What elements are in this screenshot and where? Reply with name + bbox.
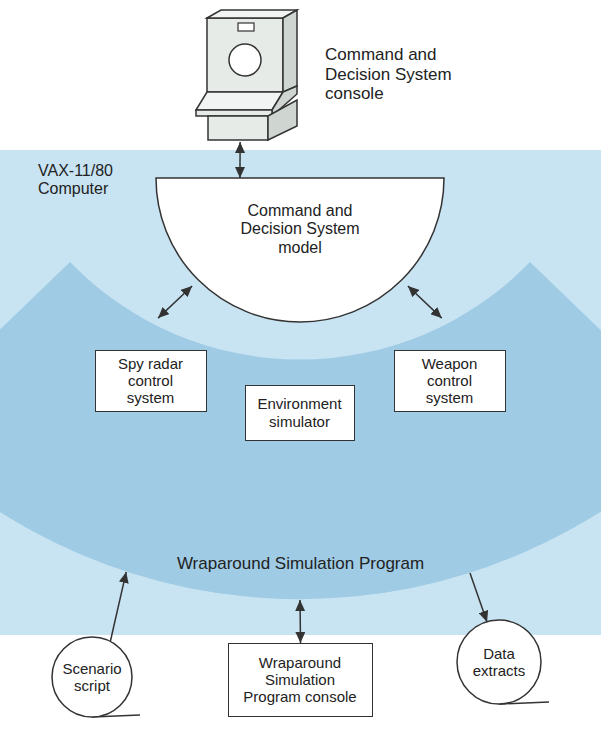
- node-label: VAX-11/80 Computer: [38, 162, 158, 199]
- node-label: Data extracts: [464, 645, 534, 680]
- tape-circle: [52, 637, 132, 717]
- half-circle: [156, 178, 444, 322]
- node-label: Weapon control system: [402, 355, 497, 407]
- console-illustration: Command and Decision System console: [185, 5, 475, 142]
- console-base: [208, 116, 268, 140]
- console-window: [238, 23, 254, 31]
- node-label: Command and Decision System console: [325, 45, 475, 104]
- process-box: Weapon control system: [394, 350, 506, 412]
- node-label: Environment simulator: [253, 395, 346, 430]
- computer-panel: VAX-11/80 ComputerCommand and Decision S…: [0, 150, 601, 635]
- connector-arrow: [470, 573, 487, 622]
- connector-arrow: [408, 286, 442, 318]
- connector-arrow: [158, 286, 192, 318]
- console-shelf-front: [196, 110, 272, 116]
- console-box: Wraparound Simulation Program console: [228, 643, 373, 717]
- simulation-band: Wraparound Simulation Program Spy radar c…: [0, 262, 601, 600]
- node-label: Spy radar control system: [103, 355, 198, 407]
- console-screen: [229, 44, 261, 76]
- tape-symbol: Data extracts: [455, 618, 553, 710]
- arc-band: [0, 262, 601, 599]
- node-label: Command and Decision System model: [235, 202, 365, 257]
- connector-arrow: [299, 600, 301, 643]
- console-side: [283, 10, 297, 92]
- node-label: Scenario script: [57, 660, 127, 695]
- connector-arrow: [239, 142, 241, 178]
- tape-symbol: Scenario script: [50, 635, 142, 721]
- model-halfcircle: Command and Decision System model: [155, 178, 445, 323]
- connector-arrow: [110, 572, 126, 643]
- console-top: [207, 10, 297, 18]
- tape-circle: [457, 620, 541, 704]
- console-shelf: [196, 92, 283, 110]
- console-base-side: [268, 100, 297, 140]
- process-box: Environment simulator: [245, 385, 355, 441]
- console-front: [207, 18, 283, 92]
- node-label: Wraparound Simulation Program: [0, 554, 601, 574]
- process-box: Spy radar control system: [95, 350, 207, 412]
- node-label: Wraparound Simulation Program console: [236, 654, 364, 706]
